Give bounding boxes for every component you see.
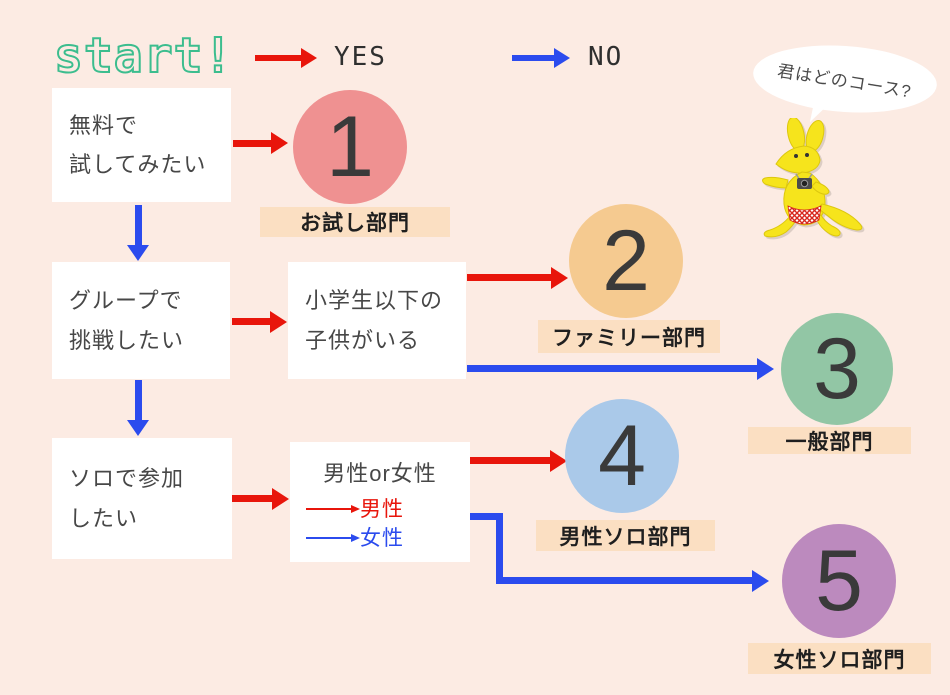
male-option-label: 男性 [360,497,404,521]
start-title-text: start! [54,28,233,84]
yes-arrow-to-course2-line [467,274,553,281]
question-text-line: 小学生以下の [305,288,444,314]
no-arrow-to-course5-head [752,570,769,592]
course-number-4: 4 [598,407,646,504]
question-text-line: 試してみたい [69,152,207,177]
course-circle-4: 4 [565,399,679,513]
gender-option-male-row: 男性 [306,498,470,520]
course-label-1: お試し部門 [260,207,450,237]
course-number-3: 3 [813,320,861,417]
no-arrow-to-course5-segment3 [496,577,754,584]
course-circle-2: 2 [569,204,683,318]
legend-yes-arrow-head [301,48,317,68]
question-text-line: 子供がいる [305,327,421,353]
course-circle-3: 3 [781,313,893,425]
kangaroo-mascot-icon [762,118,863,238]
course-label-2: ファミリー部門 [538,320,720,353]
question-text-line: したい [69,505,139,531]
no-arrow-to-course3-line [467,365,759,372]
female-arrow-head [351,534,360,542]
legend-yes-label: YES [334,42,387,72]
question-text-line: グループで [69,288,183,314]
question-box-gender: 男性or女性 男性 女性 [290,442,470,562]
start-title: start! [53,27,233,85]
legend-yes-arrow-line [255,55,303,61]
no-arrow-down-2-head [127,420,149,436]
yes-arrow-group-to-children-line [232,318,272,325]
no-arrow-down-2-line [135,380,142,422]
no-arrow-down-1-head [127,245,149,261]
question-box-group: グループで 挑戦したい [52,262,230,379]
question-box-children: 小学生以下の 子供がいる [288,262,466,379]
question-text-line: ソロで参加 [69,466,185,492]
course-label-5: 女性ソロ部門 [748,643,931,674]
no-arrow-to-course5-segment1 [470,513,503,520]
legend-no-label: NO [588,42,624,72]
course-number-5: 5 [815,532,863,629]
yes-arrow-to-course4-head [550,450,567,472]
question-text-line: 無料で [69,112,139,138]
legend-no-arrow-head [554,48,570,68]
gender-question-title: 男性or女性 [323,461,437,486]
course-number-2: 2 [602,212,650,309]
question-text-line: 挑戦したい [69,327,185,353]
no-arrow-down-1-line [135,205,142,247]
male-arrow-head [351,505,360,513]
yes-arrow-solo-to-gender-head [272,488,289,510]
speech-bubble-text: 君はどのコース? [776,60,914,101]
no-arrow-to-course5-segment2 [496,513,503,584]
yes-arrow-solo-to-gender-line [232,495,274,502]
course-circle-1: 1 [293,90,407,204]
gender-option-female-row: 女性 [306,527,470,549]
female-arrow-line [306,537,351,539]
yes-arrow-to-course1-line [233,140,273,147]
yes-arrow-to-course1-head [271,132,288,154]
male-arrow-line [306,508,351,510]
course-number-1: 1 [326,98,374,195]
course-circle-5: 5 [782,524,896,638]
question-box-solo: ソロで参加 したい [52,438,232,559]
no-arrow-to-course3-head [757,358,774,380]
question-box-free-trial: 無料で 試してみたい [52,88,231,202]
yes-arrow-group-to-children-head [270,311,287,333]
legend-no-arrow-line [512,55,556,61]
female-option-label: 女性 [360,526,404,550]
yes-arrow-to-course2-head [551,267,568,289]
yes-arrow-to-course4-line [470,457,552,464]
course-label-4: 男性ソロ部門 [536,520,715,551]
speech-bubble: 君はどのコース? [750,39,940,119]
course-label-3: 一般部門 [748,427,911,454]
